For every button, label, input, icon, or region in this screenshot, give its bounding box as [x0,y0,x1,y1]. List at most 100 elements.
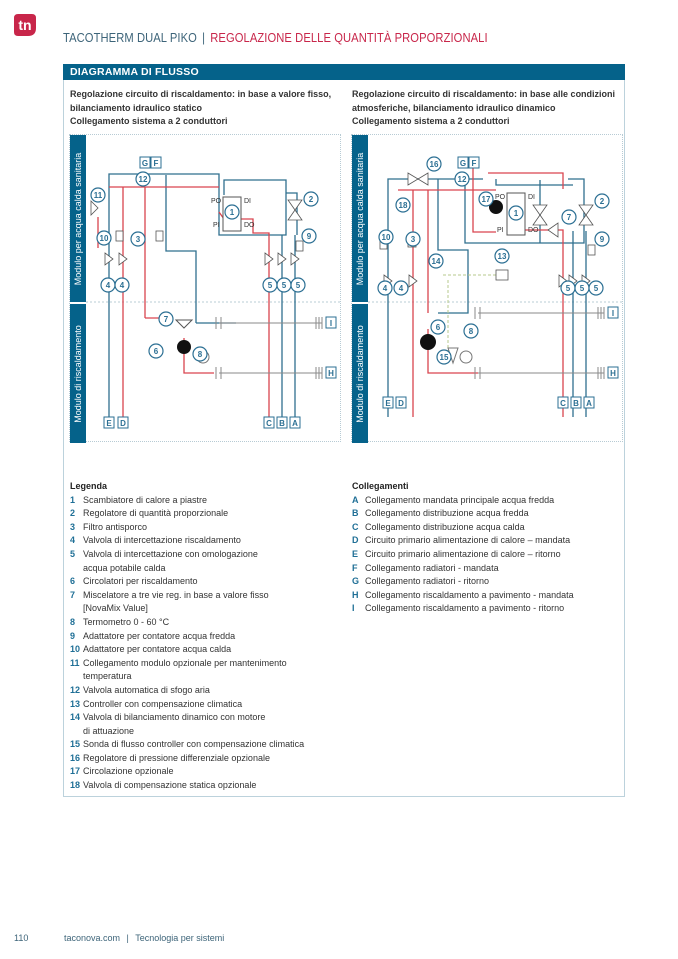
legend-key: 10 [70,644,81,655]
svg-text:H: H [328,369,334,378]
svg-text:E: E [106,419,112,428]
svg-text:PI: PI [213,222,220,229]
legend-text: Valvola di intercettazione riscaldamento [83,535,241,546]
header-separator: | [202,30,206,45]
svg-text:2: 2 [309,195,314,204]
footer-tagline: Tecnologia per sistemi [135,933,225,943]
svg-text:PO: PO [495,194,506,201]
legend-key: 13 [70,698,81,709]
svg-text:17: 17 [482,195,491,204]
svg-text:4: 4 [120,281,125,290]
connection-text: Collegamento radiatori - ritorno [365,576,490,587]
connection-item: E Circuito primario alimentazione di calo… [352,548,624,562]
legend-item: 1 Scambiatore di calore a piastre [70,494,350,508]
connection-item: C Collegamento distribuzione acqua calda [352,521,624,535]
svg-text:15: 15 [440,353,449,362]
connection-text: Circuito primario alimentazione di calor… [365,548,561,559]
side-label-dhw: Modulo per acqua calda sanitaria [352,135,368,302]
svg-text:10: 10 [100,234,109,243]
legend-text: Scambiatore di calore a piastre [83,494,208,505]
legend-text: Regolatore di pressione differenziale op… [83,752,270,763]
svg-text:H: H [610,369,616,378]
svg-text:4: 4 [399,284,404,293]
connection-text: Collegamento distribuzione acqua calda [365,521,525,532]
footer-site[interactable]: taconova.com [64,933,121,943]
legend-text: Regolatore di quantità proporzionale [83,508,229,519]
svg-text:I: I [330,319,332,328]
legend-text: Controller con compensazione climatica [83,698,243,709]
svg-text:B: B [279,419,285,428]
side-label-heating: Modulo di riscaldamento [70,304,86,443]
svg-text:DO: DO [528,227,539,234]
svg-text:16: 16 [430,160,439,169]
side-label-dhw: Modulo per acqua calda sanitaria [70,135,86,302]
legend-title: Legenda [70,481,108,491]
legend-text: Valvola automatica di sfogo aria [83,684,210,695]
connection-text: Collegamento radiatori - mandata [365,562,499,573]
diagram-1-drawing: PO DI PI DO 11 12 2 10 3 9 1 4 4 5 5 [86,156,340,429]
connection-key: G [352,576,360,587]
legend-key: 12 [70,684,81,695]
connection-text: Circuito primario alimentazione di calor… [365,535,571,546]
connection-key: B [352,508,359,519]
connection-text: Collegamento riscaldamento a pavimento -… [365,589,574,600]
svg-text:I: I [612,309,614,318]
svg-text:D: D [398,399,404,408]
page-number: 110 [14,933,29,943]
svg-text:8: 8 [469,327,474,336]
svg-text:A: A [292,419,298,428]
svg-text:9: 9 [600,235,605,244]
flow-diagram-dynamic: Modulo per acqua calda sanitaria Modulo … [351,134,623,443]
diagram-1-subtitle: Regolazione circuito di riscaldamento: i… [70,89,332,126]
flow-diagram-static: Modulo per acqua calda sanitaria Modulo … [69,134,341,443]
legend-key: 9 [70,630,76,641]
legend-key: 6 [70,576,76,587]
svg-text:C: C [266,419,272,428]
svg-text:5: 5 [282,281,287,290]
legend-text: Valvola di intercettazione con omologazi… [83,548,258,573]
legend-text: Valvola di compensazione statica opziona… [83,780,257,791]
svg-text:PO: PO [211,198,222,205]
footer-text: taconova.com | Tecnologia per sistemi [64,933,224,943]
svg-text:7: 7 [164,315,169,324]
connection-key: I [352,603,355,614]
svg-text:DO: DO [244,222,255,229]
svg-text:11: 11 [94,191,103,200]
legend-text: Adattatore per contatore acqua fredda [83,630,236,641]
connection-key: E [352,548,359,559]
svg-text:G: G [142,159,148,168]
side-label-heating: Modulo di riscaldamento [352,304,368,443]
svg-text:DI: DI [528,194,535,201]
svg-text:7: 7 [567,213,572,222]
section-title: REGOLAZIONE DELLE QUANTITÀ PROPORZIONALI [210,30,488,45]
legend-key: 11 [70,657,80,668]
svg-text:1: 1 [514,209,519,218]
connection-text: Collegamento mandata principale acqua fr… [365,494,555,505]
legend-text: Valvola di bilanciamento dinamico con mo… [83,712,266,736]
legend-key: 14 [70,712,81,723]
legend-key: 1 [70,494,76,505]
legend-item: 4 Valvola di intercettazione riscaldament… [70,534,350,548]
legend-key: 4 [70,535,76,546]
svg-text:D: D [120,419,126,428]
legend-text: Circolazione opzionale [83,766,174,777]
legend-text: Collegamento modulo opzionale per manten… [83,657,287,682]
svg-text:12: 12 [139,175,148,184]
legend-key: 7 [70,589,76,600]
connection-key: C [352,521,359,532]
